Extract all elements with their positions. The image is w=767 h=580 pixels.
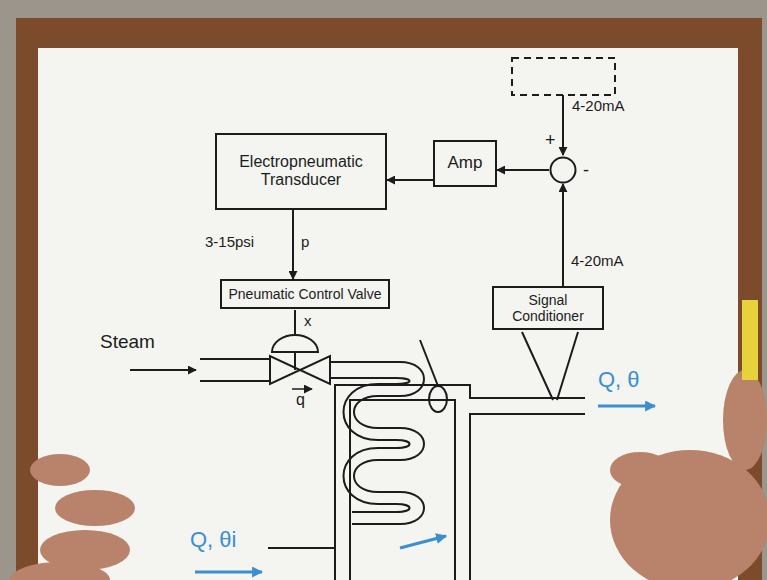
signal-range: 4-20mA — [572, 98, 625, 115]
box-label: Amp — [448, 153, 483, 173]
sign-label: + — [545, 130, 556, 151]
inlet-pipe — [268, 547, 335, 549]
steam-arrow — [130, 369, 196, 371]
amplifier-box: Amp — [433, 140, 497, 187]
flow-arrow — [400, 536, 446, 548]
steam-flow: q — [296, 391, 305, 409]
signal-conditioner-box: Signal Conditioner — [492, 286, 604, 330]
box-label: Signal Conditioner — [500, 292, 596, 324]
marker-pen — [742, 300, 758, 380]
connector-label: 4-20mA — [571, 253, 624, 270]
inlet-flow: Q, θi — [190, 528, 236, 552]
summing-junction: +- — [549, 156, 577, 184]
steam-pipe — [200, 380, 270, 382]
junction-outline — [549, 156, 577, 184]
valve-actuator — [272, 335, 318, 352]
heating-coil — [330, 362, 424, 524]
junction-circle — [551, 158, 576, 183]
steam-pipe — [200, 358, 270, 360]
signal-connector — [387, 179, 433, 181]
signal-connector — [562, 184, 564, 286]
steam-label: Steam — [100, 332, 155, 353]
finger — [30, 454, 90, 486]
temperature-probe — [522, 332, 578, 400]
finger — [723, 370, 767, 470]
stirrer-shaft — [420, 340, 438, 386]
heating-coil — [330, 378, 410, 512]
hands — [10, 370, 767, 580]
valve-symbol — [270, 356, 330, 384]
valve-stem — [294, 310, 296, 336]
outlet-pipe — [470, 414, 585, 580]
inlet-flow-arrow — [195, 571, 262, 574]
tank-wall — [335, 385, 585, 580]
pressure-range: 3-15psi — [205, 234, 254, 251]
box-label: Electropneumatic Transducer — [223, 153, 379, 190]
outlet-flow: Q, θ — [598, 368, 640, 392]
sign-label: - — [583, 160, 589, 181]
transducer-box: Electropneumatic Transducer — [215, 133, 387, 210]
box-label: Pneumatic Control Valve — [228, 286, 381, 302]
stirrer-blade — [429, 386, 447, 412]
finger — [10, 562, 110, 580]
control-valve-box: Pneumatic Control Valve — [220, 279, 389, 309]
flow-vector-arrow — [292, 388, 312, 390]
setpoint-box — [512, 58, 615, 95]
finger — [55, 490, 135, 526]
setpoint-line — [562, 95, 564, 155]
connector-label: p — [301, 234, 309, 251]
outlet-flow-arrow — [598, 405, 655, 408]
signal-connector — [497, 169, 549, 171]
signal-connector — [292, 210, 294, 280]
thumb — [610, 452, 670, 488]
stem-displacement: x — [304, 313, 312, 330]
